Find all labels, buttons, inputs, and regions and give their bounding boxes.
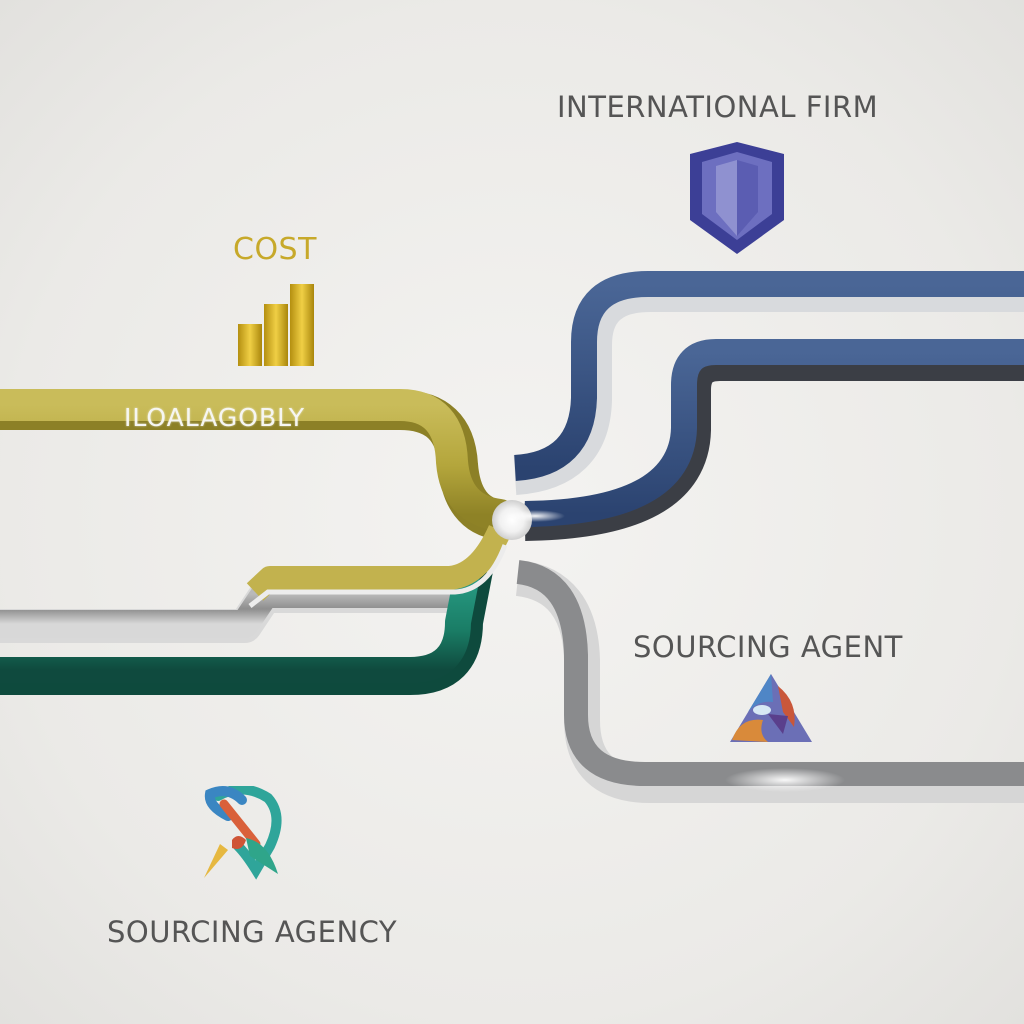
international-firm-label: INTERNATIONAL FIRM [557, 90, 879, 124]
gold-pipe [0, 389, 520, 608]
silver-right-pipe [515, 560, 1024, 803]
blue-lower-pipe [524, 339, 1024, 541]
bar-chart-icon [238, 284, 314, 366]
blue-upper-pipe [513, 271, 1024, 495]
junction-hub [492, 500, 532, 540]
sourcing-agent-label: SOURCING AGENT [633, 630, 903, 664]
triangle-logo-icon [730, 674, 812, 742]
silver-left-pipe [0, 579, 470, 643]
cost-label: COST [233, 232, 317, 267]
pipe-label: ILOALAGOBLY [124, 403, 305, 432]
shield-icon [690, 142, 784, 254]
sourcing-agency-label: SOURCING AGENCY [107, 915, 398, 949]
knot-logo-icon [204, 786, 282, 880]
teal-pipe [0, 566, 493, 695]
